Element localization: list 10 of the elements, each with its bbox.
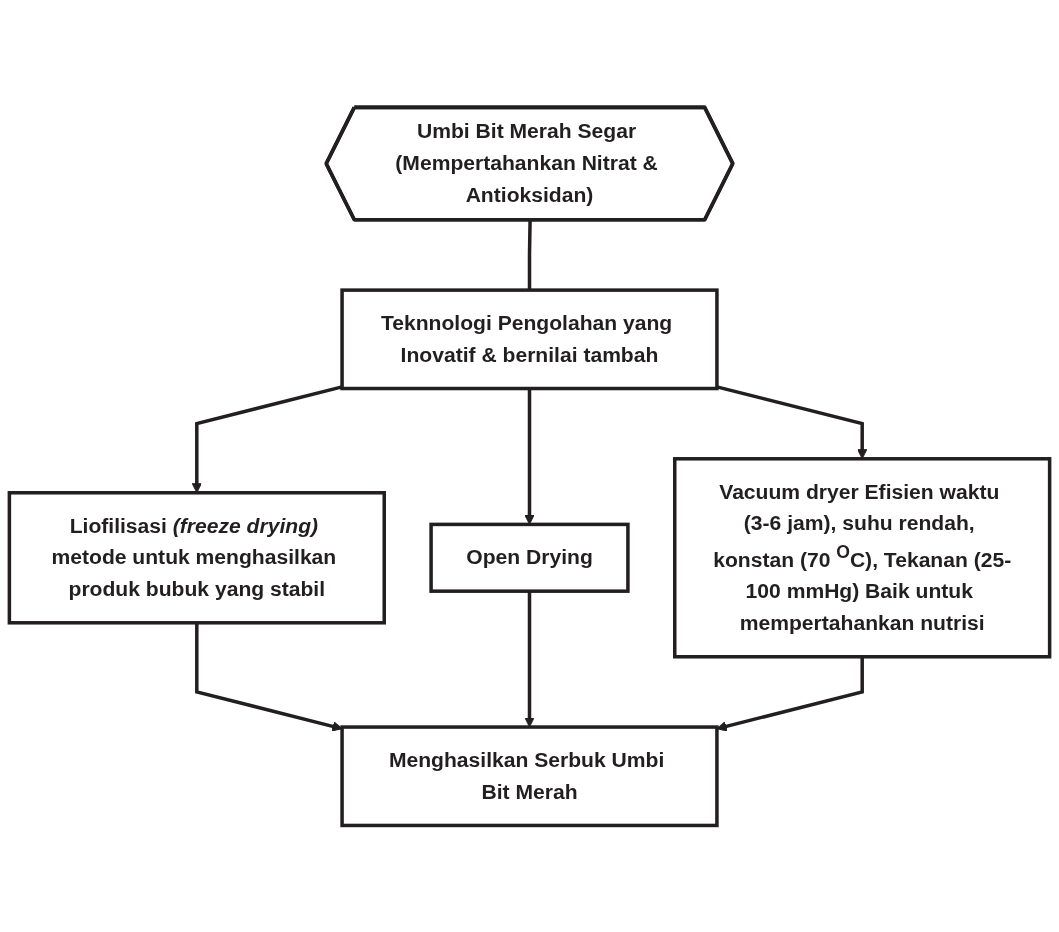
node-box — [340, 287, 719, 390]
arrow — [191, 384, 343, 493]
node-box — [340, 724, 719, 827]
node-box — [7, 490, 386, 625]
arrow — [195, 622, 343, 732]
connector — [527, 219, 532, 290]
arrow — [716, 656, 864, 732]
arrow — [716, 384, 868, 459]
node-box — [673, 456, 1052, 659]
node-box — [429, 522, 630, 593]
